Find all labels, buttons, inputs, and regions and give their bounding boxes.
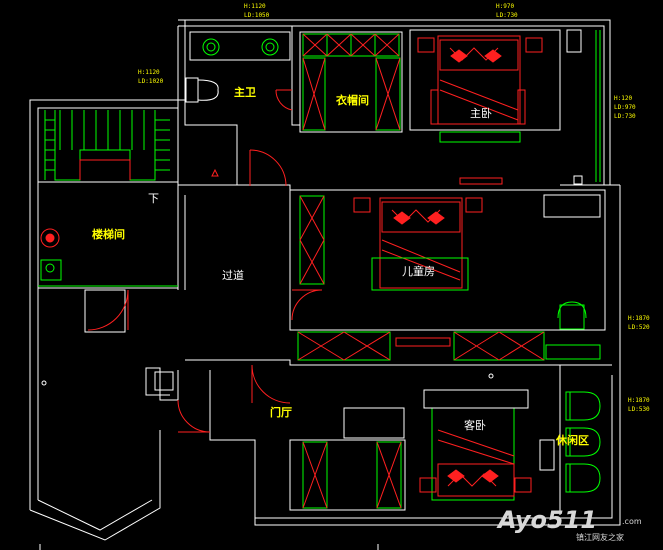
dim-top-right-ld: LD:730 — [496, 12, 518, 19]
dim-right-bot-h: H:1870 — [628, 397, 650, 404]
dimension-notes: H:1120 LD:1050 H:970 LD:730 H:1120 LD:10… — [138, 3, 650, 413]
watermark-logo: Ayo511 — [496, 506, 597, 534]
master-bath: 主卫 — [177, 26, 300, 186]
dim-right-top-h: H:120 — [614, 95, 632, 102]
walk-in-closet: 衣帽间 — [299, 31, 403, 133]
dim-top-left-ld: LD:1050 — [244, 12, 270, 19]
scale-ticks — [39, 373, 494, 550]
dim-right-top-ld: LD:970 — [614, 104, 636, 111]
dim-right-mid-h: H:1870 — [628, 315, 650, 322]
room-label-master-bedroom: 主卧 — [470, 107, 492, 120]
room-label-walk-in-closet: 衣帽间 — [336, 93, 369, 107]
room-label-foyer: 门厅 — [270, 405, 292, 419]
stair-direction-label: 下 — [148, 192, 159, 205]
room-label-kids-room: 儿童房 — [402, 264, 435, 278]
dim-right-mid-ld: LD:520 — [628, 324, 650, 331]
dim-right-bot-ld: LD:530 — [628, 406, 650, 413]
room-label-leisure-area: 休闲区 — [555, 433, 589, 447]
dim-left-h: H:1120 — [138, 69, 160, 76]
watermark: Ayo511 镇江网友之家 .com — [496, 506, 642, 542]
dim-top-left-h: H:1120 — [244, 3, 266, 10]
room-label-master-bath: 主卫 — [234, 85, 256, 99]
foyer: 门厅 — [145, 359, 612, 510]
room-label-guest-room: 客卧 — [464, 418, 486, 432]
room-label-corridor: 过道 — [222, 268, 244, 282]
master-bedroom: 主卧 — [409, 29, 601, 185]
leisure-area: 休闲区 — [539, 365, 601, 515]
room-label-stairwell: 楼梯间 — [92, 227, 125, 241]
dim-right-top-ld2: LD:730 — [614, 113, 636, 120]
guest-room: 客卧 — [289, 389, 532, 511]
dim-left-ld: LD:1020 — [138, 78, 164, 85]
watermark-site: 镇江网友之家 — [576, 532, 624, 542]
stairwell: 楼梯间 下 — [37, 107, 179, 333]
dim-top-right-h: H:970 — [496, 3, 514, 10]
watermark-domain: .com — [622, 517, 642, 526]
kids-room: 儿童房 — [289, 189, 606, 361]
